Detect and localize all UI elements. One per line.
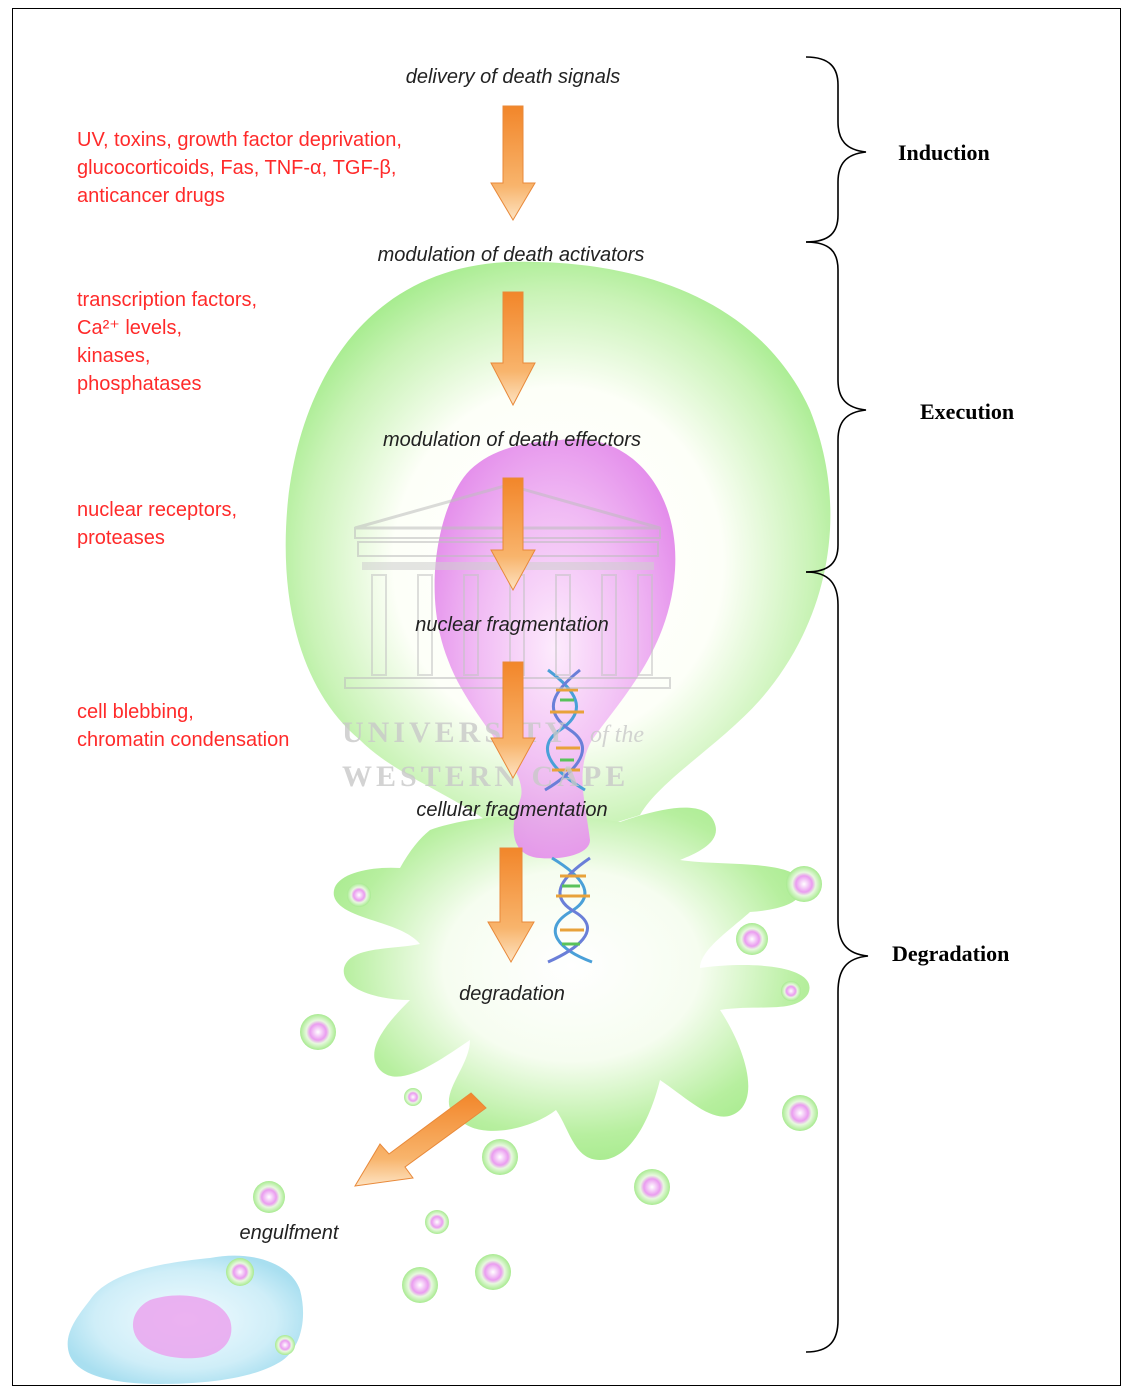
cause-line: kinases, (77, 345, 150, 367)
cause-line: cell blebbing, (77, 701, 194, 723)
phase-label-execution: Execution (920, 399, 1014, 424)
phase-labels: Induction Execution Degradation (892, 140, 1014, 966)
step-label: modulation of death activators (378, 244, 645, 266)
cause-line: anticancer drugs (77, 185, 225, 207)
degradation-brace (806, 572, 868, 1352)
phagocyte (68, 1256, 303, 1384)
cause-line: UV, toxins, growth factor deprivation, (77, 129, 402, 151)
step-label: modulation of death effectors (383, 429, 641, 451)
step-label: degradation (459, 983, 565, 1005)
induction-brace (806, 57, 866, 242)
cause-line: proteases (77, 527, 165, 549)
phase-label-induction: Induction (898, 140, 990, 165)
cause-line: phosphatases (77, 373, 202, 395)
cause-line: nuclear receptors, (77, 499, 237, 521)
cause-line: chromatin condensation (77, 729, 289, 751)
phase-braces (806, 57, 868, 1352)
step-label: nuclear fragmentation (415, 614, 608, 636)
fragmenting-cell (334, 808, 810, 1160)
cause-line: transcription factors, (77, 289, 257, 311)
phase-label-degradation: Degradation (892, 941, 1009, 966)
diagonal-arrow-icon (355, 1093, 486, 1186)
watermark-western-cape: WESTERN CAPE (342, 760, 629, 793)
step-label: delivery of death signals (406, 66, 621, 88)
watermark-of-the: of the (590, 722, 644, 748)
cause-line: Ca²⁺ levels, (77, 317, 182, 339)
step-label: engulfment (240, 1222, 340, 1244)
step-label: cellular fragmentation (416, 799, 607, 821)
watermark-university: UNIVERSITY (342, 716, 570, 749)
cause-line: glucocorticoids, Fas, TNF-α, TGF-β, (77, 157, 396, 179)
down-arrow-icon (491, 106, 535, 220)
